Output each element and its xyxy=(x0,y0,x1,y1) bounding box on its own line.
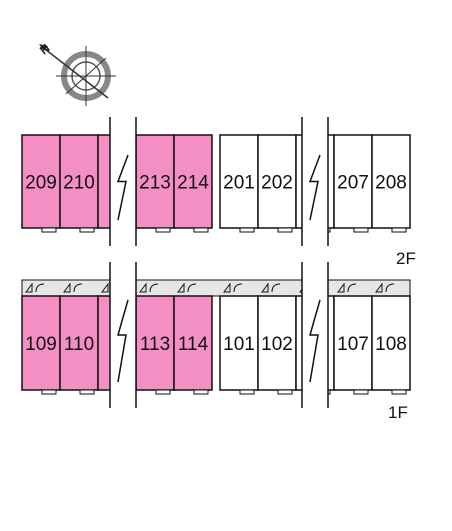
unit-110: 110 xyxy=(59,282,99,395)
unit-210: 210 xyxy=(59,134,99,233)
unit-102: 102 xyxy=(257,282,297,395)
unit-number: 210 xyxy=(63,173,95,194)
unit-202: 202 xyxy=(257,134,297,233)
floor-label-2f: 2F xyxy=(396,249,416,268)
unit-209: 209 xyxy=(21,134,61,233)
unit-108: 108 xyxy=(371,282,411,395)
floor-label-1f: 1F xyxy=(388,403,408,422)
unit-number: 201 xyxy=(223,173,255,194)
unit-208: 208 xyxy=(371,134,411,233)
floor-2f: 209 210 213 214 201 202 207 208 xyxy=(21,117,411,246)
unit-number: 107 xyxy=(337,334,369,355)
break-mark-icon xyxy=(109,262,137,408)
unit-213: 213 xyxy=(135,134,175,233)
compass-north-label: N xyxy=(37,41,53,57)
unit-number: 214 xyxy=(177,173,209,194)
unit-109: 109 xyxy=(21,282,61,395)
unit-214: 214 xyxy=(173,134,213,233)
corridor xyxy=(21,279,411,297)
unit-113: 113 xyxy=(135,282,175,395)
unit-number: 202 xyxy=(261,173,293,194)
unit-207: 207 xyxy=(333,134,373,233)
unit-number: 102 xyxy=(261,334,293,355)
unit-number: 207 xyxy=(337,173,369,194)
unit-number: 113 xyxy=(140,334,170,355)
break-mark-icon xyxy=(301,262,329,408)
unit-number: 213 xyxy=(139,173,171,194)
floor-1f: 109 110 113 114 101 102 107 108 xyxy=(21,262,411,408)
unit-number: 114 xyxy=(178,334,209,355)
unit-101: 101 xyxy=(219,282,259,395)
break-mark-icon xyxy=(109,117,137,246)
break-mark-icon xyxy=(301,117,329,246)
compass-rose-icon xyxy=(39,44,116,106)
unit-number: 208 xyxy=(375,173,407,194)
unit-107: 107 xyxy=(333,282,373,395)
unit-114: 114 xyxy=(173,282,213,395)
unit-number: 108 xyxy=(375,334,407,355)
unit-number: 110 xyxy=(64,334,94,355)
unit-number: 209 xyxy=(25,173,57,194)
unit-number: 101 xyxy=(223,334,255,355)
unit-201: 201 xyxy=(219,134,259,233)
unit-number: 109 xyxy=(25,334,57,355)
